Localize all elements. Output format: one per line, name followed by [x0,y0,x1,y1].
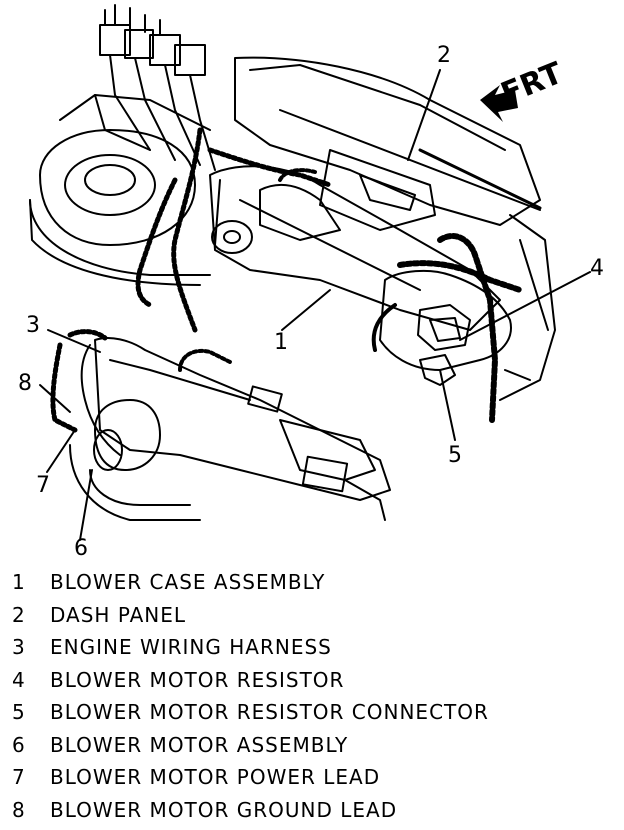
resistor-area-drawing [371,233,531,423]
legend-row: 6 BLOWER MOTOR ASSEMBLY [8,733,618,766]
legend-number: 8 [12,797,26,822]
legend-text: BLOWER MOTOR GROUND LEAD [50,797,398,822]
callout-8: 8 [18,371,32,396]
blower-components-illustration: FRT 1 2 3 4 5 6 7 8 [18,4,604,560]
callout-7: 7 [36,473,50,498]
legend-text: BLOWER MOTOR RESISTOR CONNECTOR [50,700,489,724]
relay-cluster-drawing [94,4,216,171]
legend-row: 4 BLOWER MOTOR RESISTOR [8,668,618,701]
legend-row: 7 BLOWER MOTOR POWER LEAD [8,765,618,798]
callout-2: 2 [437,43,451,68]
legend-text: ENGINE WIRING HARNESS [50,635,332,659]
front-marker-label: FRT [496,56,568,112]
callout-1: 1 [274,330,288,355]
callout-6: 6 [74,536,88,560]
legend-row: 5 BLOWER MOTOR RESISTOR CONNECTOR [8,700,618,733]
front-arrow: FRT [480,56,568,122]
legend-number: 7 [12,765,26,789]
legend-number: 3 [12,635,26,659]
legend-text: BLOWER CASE ASSEMBLY [50,570,326,594]
legend-number: 1 [12,570,26,594]
legend-text: BLOWER MOTOR POWER LEAD [50,765,381,789]
legend-text: BLOWER MOTOR ASSEMBLY [50,732,349,757]
strut-tower-drawing [29,94,211,286]
legend-row: 3 ENGINE WIRING HARNESS [8,635,618,668]
callout-4: 4 [590,256,604,281]
callout-leaders [39,69,591,541]
callout-5: 5 [448,443,462,468]
blower-motor-detail-drawing [50,329,391,521]
legend-number: 4 [12,667,26,692]
legend: 1 BLOWER CASE ASSEMBLY 2 DASH PANEL 3 EN… [8,570,618,830]
legend-row: 2 DASH PANEL [8,603,618,636]
legend-number: 5 [12,700,26,724]
legend-number: 6 [12,732,26,757]
dash-panel-drawing [234,56,556,401]
legend-row: 1 BLOWER CASE ASSEMBLY [8,570,618,603]
legend-text: DASH PANEL [50,602,187,627]
blower-case-drawing [209,165,501,331]
legend-text: BLOWER MOTOR RESISTOR [50,667,345,692]
legend-row: 8 BLOWER MOTOR GROUND LEAD [8,798,618,830]
legend-number: 2 [12,602,26,627]
callout-3: 3 [26,313,40,338]
front-arrow-icon [480,85,518,122]
